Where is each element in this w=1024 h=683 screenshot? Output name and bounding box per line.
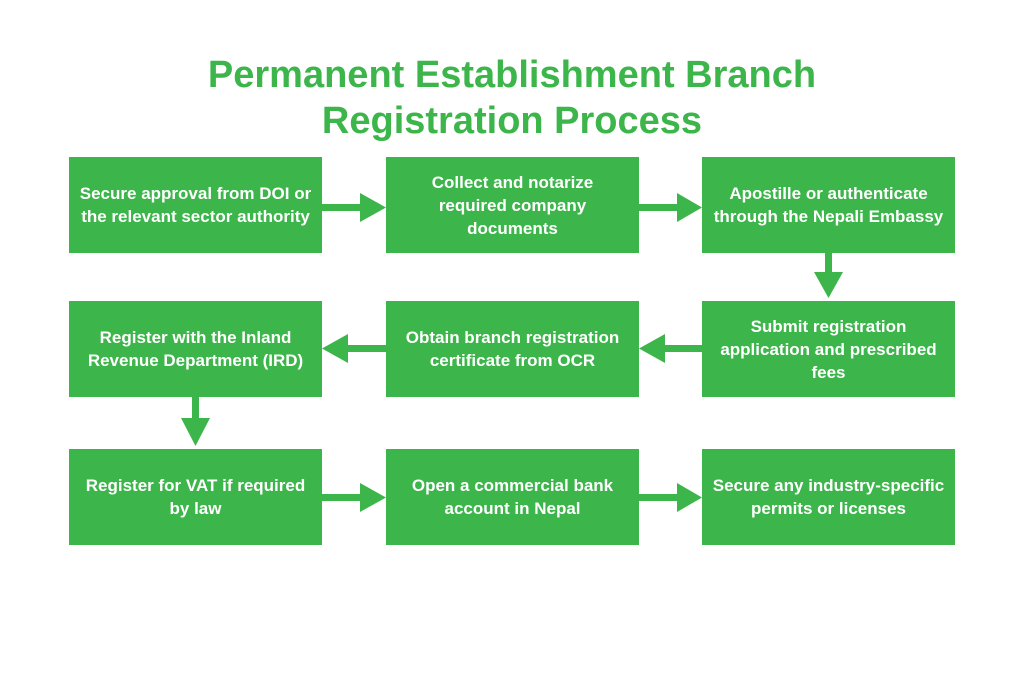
arrow-left-icon xyxy=(639,334,702,363)
step-label: Submit registration application and pres… xyxy=(720,316,937,382)
step-apostille: Apostille or authenticate through the Ne… xyxy=(702,157,955,253)
step-label: Register for VAT if required by law xyxy=(85,476,306,518)
arrow-right-icon xyxy=(322,483,386,512)
step-secure-permits: Secure any industry-specific permits or … xyxy=(702,449,955,545)
step-open-bank-account: Open a commercial bank account in Nepal xyxy=(386,449,639,545)
step-label: Obtain branch registration certificate f… xyxy=(405,328,620,370)
step-register-ird: Register with the Inland Revenue Departm… xyxy=(69,301,322,397)
step-label: Register with the Inland Revenue Departm… xyxy=(87,328,304,370)
arrow-down-icon xyxy=(181,397,210,446)
arrow-left-icon xyxy=(322,334,386,363)
title-line-2: Registration Process xyxy=(321,100,703,142)
step-label: Apostille or authenticate through the Ne… xyxy=(713,184,944,226)
arrow-right-icon xyxy=(322,193,386,222)
page-title: Permanent Establishment Branch Registrat… xyxy=(0,52,1024,144)
step-secure-approval: Secure approval from DOI or the relevant… xyxy=(69,157,322,253)
step-register-vat: Register for VAT if required by law xyxy=(69,449,322,545)
step-submit-application: Submit registration application and pres… xyxy=(702,301,955,397)
step-label: Collect and notarize required company do… xyxy=(431,172,594,238)
title-line-1: Permanent Establishment Branch xyxy=(207,54,817,96)
arrow-down-icon xyxy=(814,253,843,298)
step-label: Open a commercial bank account in Nepal xyxy=(411,476,614,518)
step-label: Secure any industry-specific permits or … xyxy=(712,476,945,518)
arrow-right-icon xyxy=(639,483,702,512)
step-obtain-certificate: Obtain branch registration certificate f… xyxy=(386,301,639,397)
step-collect-documents: Collect and notarize required company do… xyxy=(386,157,639,253)
step-label: Secure approval from DOI or the relevant… xyxy=(79,184,312,226)
arrow-right-icon xyxy=(639,193,702,222)
